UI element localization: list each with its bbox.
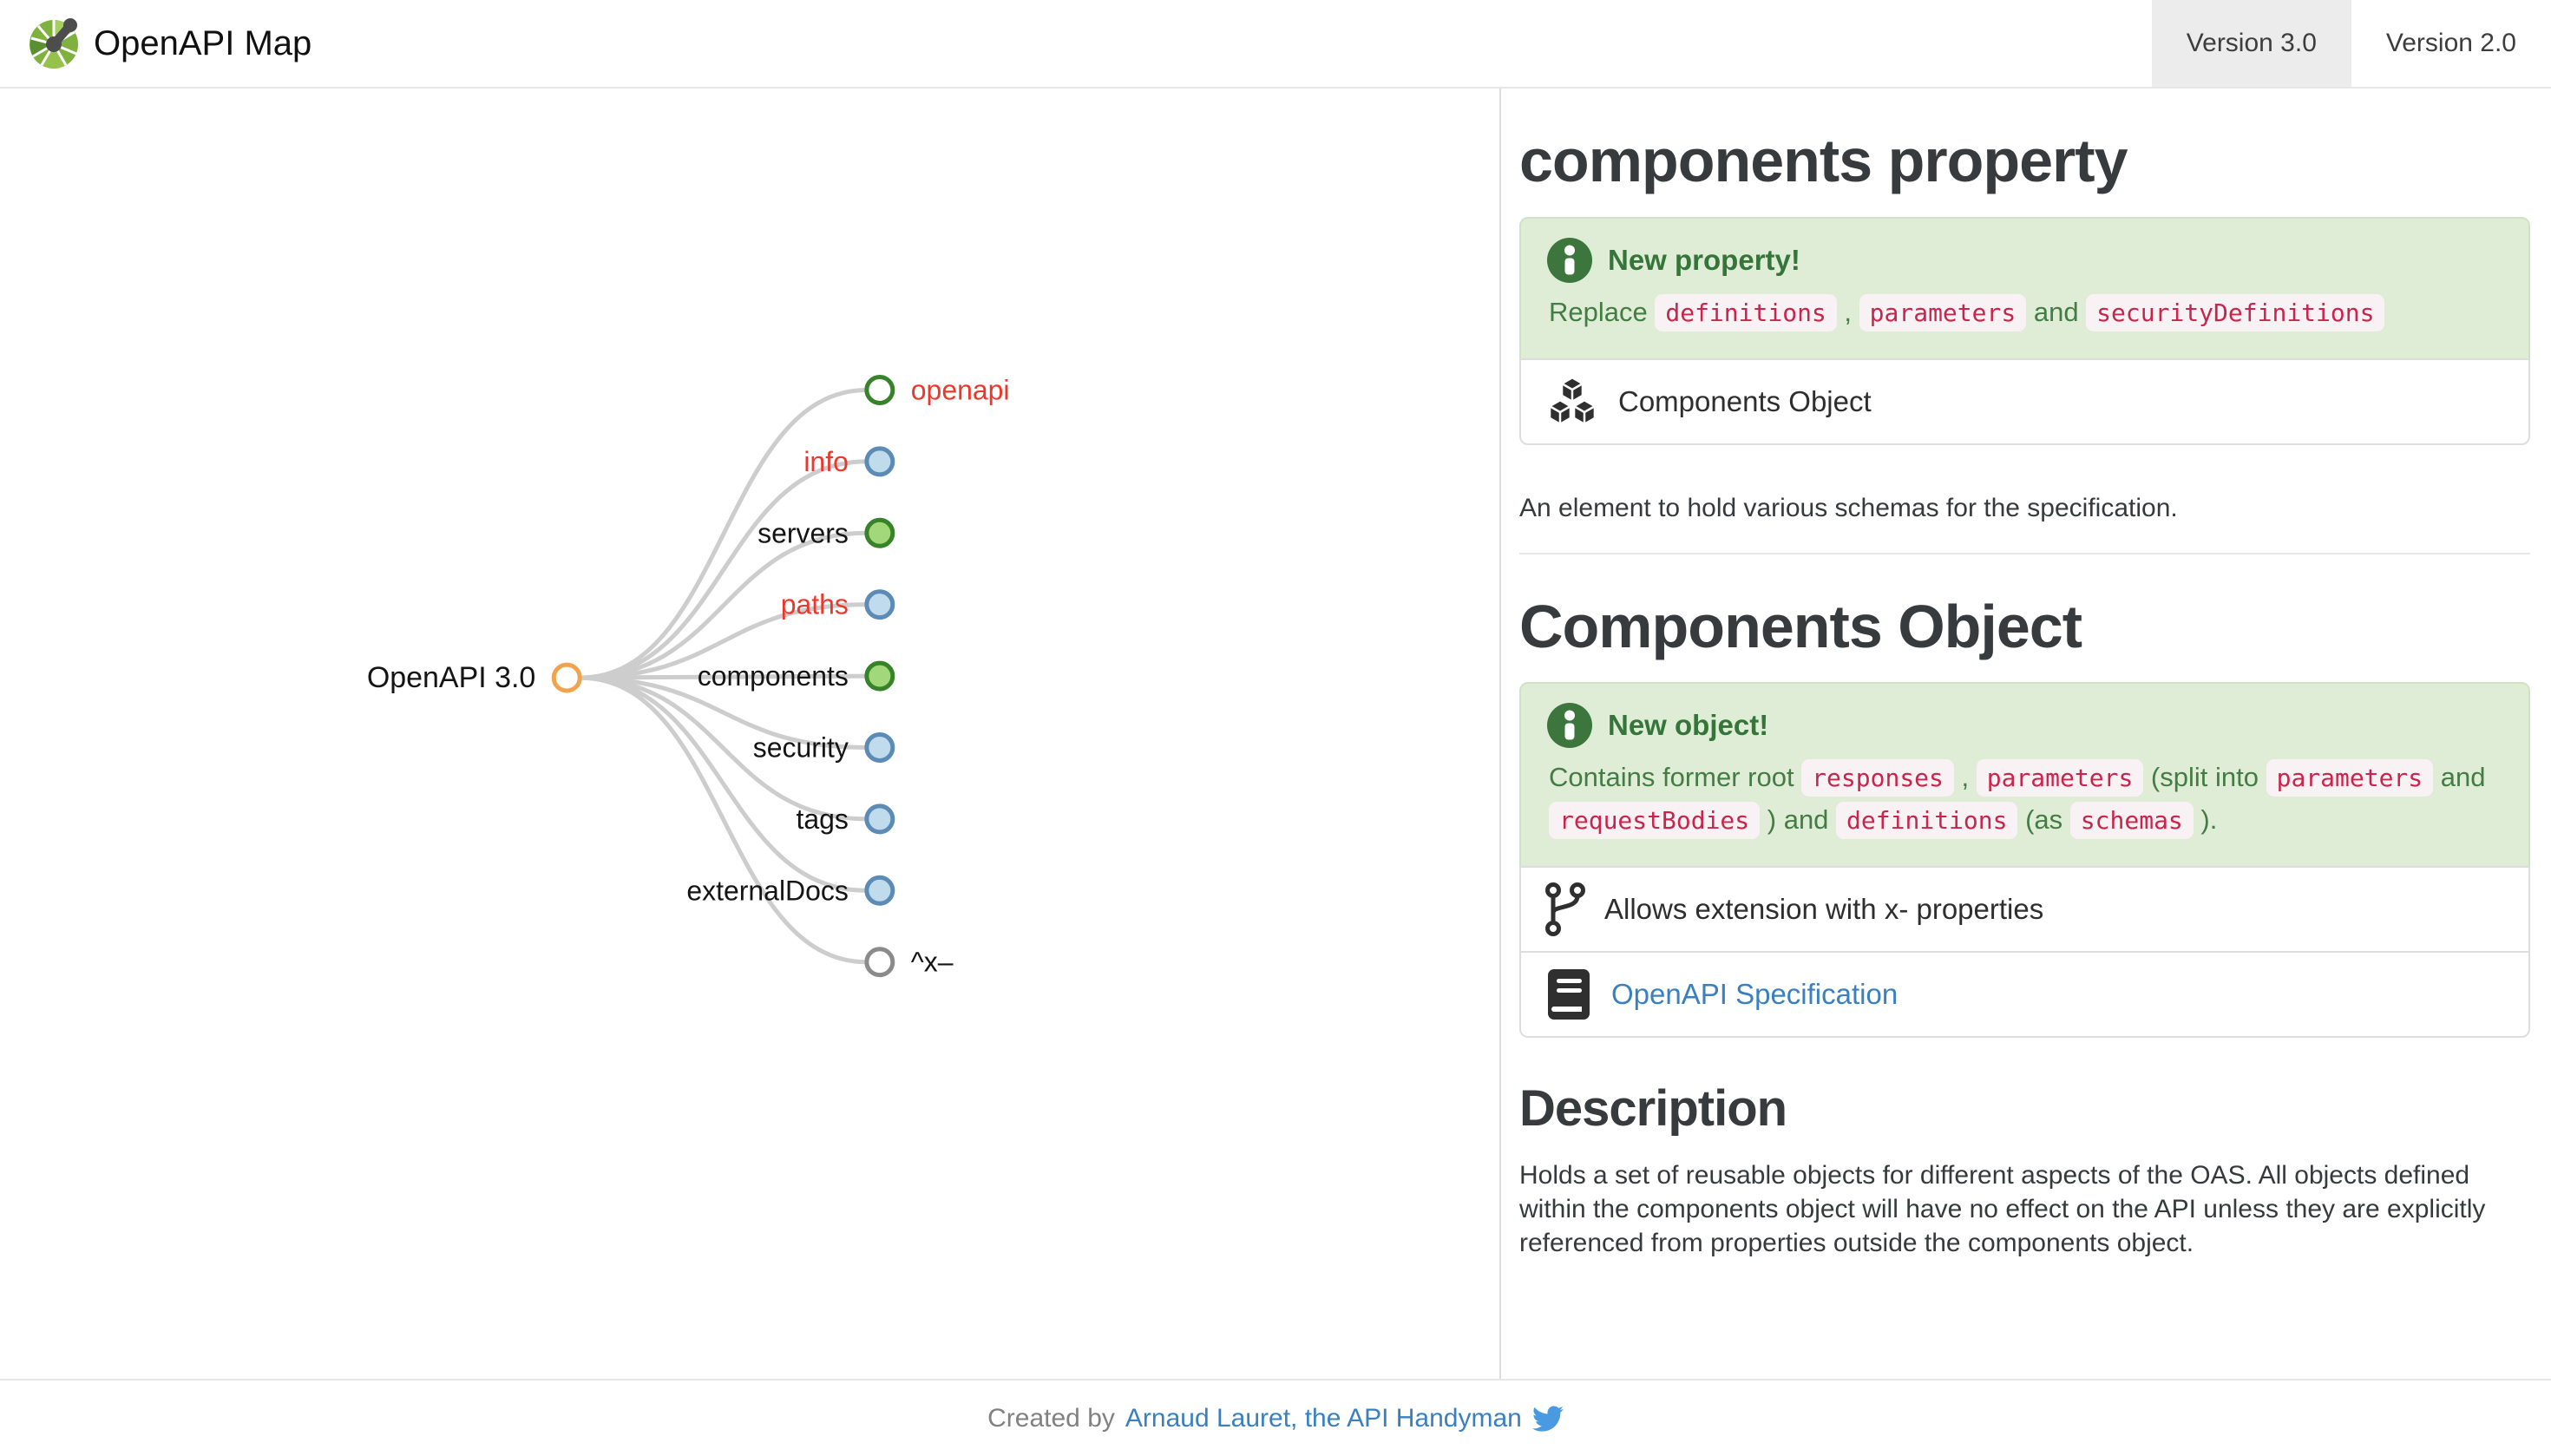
tree-node-info[interactable]	[864, 446, 895, 477]
tree-edge	[580, 675, 867, 750]
inline-code: definitions	[1655, 293, 1837, 331]
extension-row: Allows extension with x- properties	[1519, 866, 2530, 954]
tree-node-x[interactable]	[864, 947, 895, 978]
alert-body: Contains former root responses , paramet…	[1547, 757, 2502, 842]
twitter-icon[interactable]	[1531, 1403, 1564, 1434]
version-tabs: Version 3.0 Version 2.0	[2151, 0, 2551, 87]
tree-node-root[interactable]	[551, 662, 582, 693]
property-summary: An element to hold various schemas for t…	[1519, 493, 2178, 522]
components-object-row[interactable]: Components Object	[1519, 357, 2530, 445]
footer-credit-text: Created by	[987, 1403, 1115, 1433]
navbar: OpenAPI Map Version 3.0 Version 2.0	[0, 0, 2551, 89]
footer: Created by Arnaud Lauret, the API Handym…	[0, 1379, 2551, 1456]
tab-version-3[interactable]: Version 3.0	[2151, 0, 2351, 87]
components-object-row-label: Components Object	[1618, 384, 1872, 417]
alert-text: Replace	[1549, 296, 1656, 327]
alert-text: Contains former root	[1549, 762, 1802, 793]
brand-link[interactable]: OpenAPI Map	[26, 0, 311, 87]
section-divider	[1519, 552, 2530, 554]
description-heading: Description	[1519, 1080, 1787, 1138]
inline-code: parameters	[2266, 759, 2434, 797]
tree-node-label[interactable]: openapi	[911, 374, 1010, 405]
inline-code: parameters	[1859, 293, 2027, 331]
alert-text: ,	[1836, 296, 1859, 327]
tree-node-label[interactable]: security	[753, 731, 849, 763]
inline-code: parameters	[1976, 759, 2144, 797]
new-object-alert: New object! Contains former root respons…	[1519, 682, 2530, 869]
alert-text: ).	[2193, 804, 2218, 836]
inline-code: securityDefinitions	[2086, 293, 2385, 331]
author-link[interactable]: Arnaud Lauret, the API Handyman	[1125, 1403, 1522, 1433]
app-title: OpenAPI Map	[94, 23, 312, 62]
tree-node-openapi[interactable]	[864, 374, 895, 405]
alert-text: and	[2433, 762, 2494, 793]
tree-edge	[580, 530, 867, 680]
tree-node-components[interactable]	[864, 660, 895, 692]
object-title: Components Object	[1519, 592, 2082, 660]
cubes-icon	[1545, 376, 1599, 427]
openapi-logo-icon	[26, 16, 82, 71]
git-fork-icon	[1545, 882, 1585, 937]
tree-edge	[580, 387, 867, 680]
tree-node-paths[interactable]	[864, 589, 895, 620]
property-title: components property	[1519, 127, 2128, 194]
new-property-alert: New property! Replace definitions , para…	[1519, 216, 2530, 360]
tree-node-externalDocs[interactable]	[864, 875, 895, 906]
tree-node-label[interactable]: info	[803, 446, 849, 477]
openapi-tree-diagram: OpenAPI 3.0 openapi info servers paths compon…	[367, 374, 1010, 978]
tab-version-2[interactable]: Version 2.0	[2385, 29, 2516, 57]
object-card: New object! Contains former root respons…	[1519, 682, 2530, 1039]
tree-node-label[interactable]: externalDocs	[686, 875, 848, 906]
inline-code: responses	[1801, 759, 1954, 797]
tree-node-label[interactable]: tags	[796, 803, 848, 835]
description-text: Holds a set of reusable objects for diff…	[1519, 1161, 2486, 1258]
alert-text: (split into	[2143, 762, 2266, 793]
tree-root-label[interactable]: OpenAPI 3.0	[367, 661, 535, 694]
tree-node-label[interactable]: components	[698, 660, 849, 692]
alert-title: New object!	[1608, 709, 1769, 742]
openapi-spec-link[interactable]: OpenAPI Specification	[1611, 978, 1898, 1011]
tree-edge	[580, 459, 867, 680]
book-icon	[1545, 967, 1592, 1021]
doc-panel: components property New property! Replac…	[1501, 89, 2551, 1379]
property-card: New property! Replace definitions , para…	[1519, 216, 2530, 445]
extension-row-label: Allows extension with x- properties	[1604, 893, 2044, 926]
inline-code: schemas	[2069, 802, 2194, 840]
inline-code: definitions	[1836, 802, 2018, 840]
openapi-tree-pane: OpenAPI 3.0 openapi info servers paths compon…	[0, 89, 1501, 1379]
main-content: OpenAPI 3.0 openapi info servers paths compon…	[0, 89, 2551, 1379]
alert-title: New property!	[1608, 243, 1800, 276]
tree-edge	[580, 675, 867, 822]
tree-edge	[580, 675, 867, 965]
alert-text: and	[2026, 296, 2087, 327]
alert-text: ) and	[1760, 804, 1837, 836]
alert-body: Replace definitions , parameters and sec…	[1547, 292, 2502, 334]
inline-code: requestBodies	[1549, 802, 1761, 840]
tree-node-servers[interactable]	[864, 517, 895, 548]
alert-text: (as	[2017, 804, 2070, 836]
tree-edge	[580, 673, 867, 680]
tree-edge	[580, 602, 867, 680]
tree-node-label[interactable]: paths	[781, 589, 849, 620]
info-icon	[1547, 703, 1592, 749]
tree-node-label[interactable]: servers	[757, 517, 849, 548]
tree-node-label[interactable]: ^x–	[911, 947, 954, 978]
tree-edge	[580, 675, 867, 893]
spec-link-row[interactable]: OpenAPI Specification	[1519, 951, 2530, 1039]
info-icon	[1547, 237, 1592, 283]
alert-text: ,	[1953, 762, 1977, 793]
tree-node-security[interactable]	[864, 732, 895, 763]
tree-node-tags[interactable]	[864, 803, 895, 835]
